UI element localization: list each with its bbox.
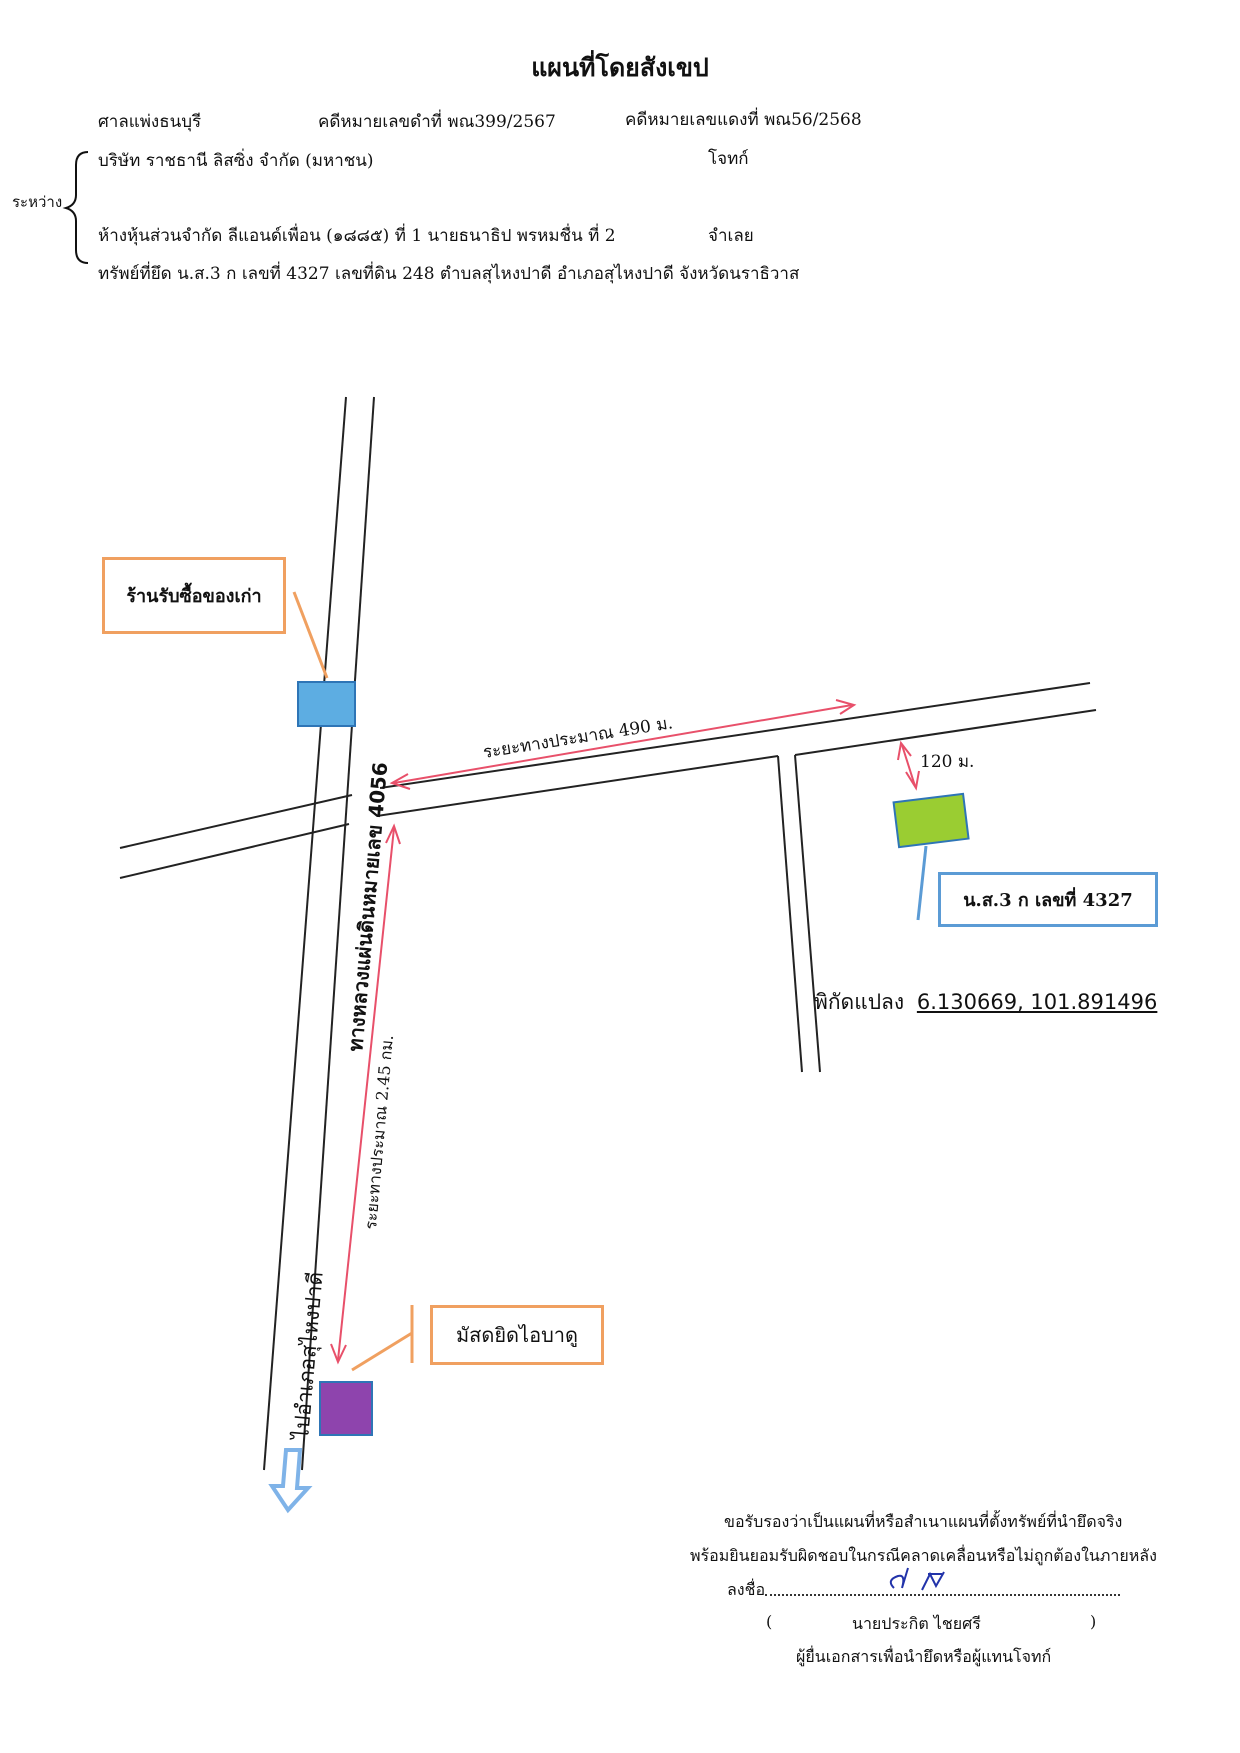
- plaintiff-role: โจทก์: [708, 149, 749, 169]
- red-case-number: คดีหมายเลขแดงที่ พณ56/2568: [625, 110, 862, 130]
- shop-label: ร้านรับซื้อของเก่า: [126, 586, 262, 607]
- sign-label: ลงชื่อ: [727, 1580, 766, 1599]
- parcel-marker: [892, 792, 970, 849]
- plaintiff-name: บริษัท ราชธานี ลิสซิ่ง จำกัด (มหาชน): [98, 151, 374, 171]
- shop-label-box: ร้านรับซื้อของเก่า: [102, 557, 286, 634]
- page-title: แผนที่โดยสังเขป: [531, 53, 709, 82]
- handwritten-signature: [889, 1567, 945, 1591]
- sideroad-edge-left: [777, 755, 803, 1073]
- black-case-number: คดีหมายเลขดำที่ พณ399/2567: [318, 112, 556, 132]
- crossroad-east-bottom-2: [794, 709, 1097, 756]
- crossroad-east-top: [379, 682, 1091, 789]
- mosque-callout-line: [351, 1331, 413, 1372]
- signer-name: นายประกิต ไชยศรี: [852, 1614, 981, 1633]
- highway-edge-right: [301, 396, 375, 1471]
- highway-edge-left: [263, 396, 347, 1471]
- mosque-marker: [319, 1381, 373, 1436]
- coordinates: พิกัดแปลง 6.130669, 101.891496: [814, 986, 1157, 1019]
- court-name: ศาลแพ่งธนบุรี: [98, 112, 202, 132]
- distance-490-arrow: [393, 704, 853, 784]
- distance-245-label: ระยะทางประมาณ 2.45 กม.: [361, 1034, 397, 1230]
- certification-line-1: ขอรับรองว่าเป็นแผนที่หรือสำเนาแผนที่ตั้ง…: [724, 1512, 1123, 1531]
- distance-490-label: ระยะทางประมาณ 490 ม.: [482, 713, 675, 763]
- shop-marker: [297, 681, 356, 727]
- sideroad-edge-right: [794, 754, 821, 1073]
- open-paren: (: [766, 1612, 773, 1631]
- coordinates-label: พิกัดแปลง: [814, 990, 905, 1014]
- mosque-label-box: มัสดยิดไอบาดู: [430, 1305, 604, 1365]
- crossroad-east-bottom: [376, 755, 779, 817]
- between-label: ระหว่าง: [12, 193, 63, 211]
- close-paren: ): [1090, 1612, 1097, 1631]
- signer-role: ผู้ยื่นเอกสารเพื่อนำยึดหรือผู้แทนโจทก์: [796, 1647, 1052, 1666]
- shop-callout-line: [292, 591, 329, 679]
- signature-line: [765, 1594, 1120, 1596]
- crossroad-west-top: [119, 794, 353, 849]
- seized-property: ทรัพย์ที่ยึด น.ส.3 ก เลขที่ 4327 เลขที่ด…: [98, 264, 800, 284]
- certification-line-2: พร้อมยินยอมรับผิดชอบในกรณีคลาดเคลื่อนหรื…: [690, 1546, 1157, 1565]
- coordinates-value: 6.130669, 101.891496: [916, 990, 1158, 1014]
- defendant-role: จำเลย: [708, 226, 754, 246]
- distance-120-label: 120 ม.: [920, 752, 974, 772]
- parcel-label-box: น.ส.3 ก เลขที่ 4327: [938, 872, 1158, 927]
- distance-120-arrow: [901, 744, 916, 787]
- mosque-label: มัสดยิดไอบาดู: [455, 1323, 579, 1347]
- brace-shape: [62, 151, 89, 264]
- crossroad-west-bottom: [119, 823, 350, 879]
- distance-245-arrow: [337, 827, 395, 1361]
- direction-arrow-icon: [268, 1448, 313, 1514]
- parcel-callout-line: [916, 845, 928, 921]
- parcel-label: น.ส.3 ก เลขที่ 4327: [963, 890, 1133, 911]
- defendant-name: ห้างหุ้นส่วนจำกัด ลีแอนด์เพื่อน (๑๘๘๕) ท…: [98, 226, 616, 246]
